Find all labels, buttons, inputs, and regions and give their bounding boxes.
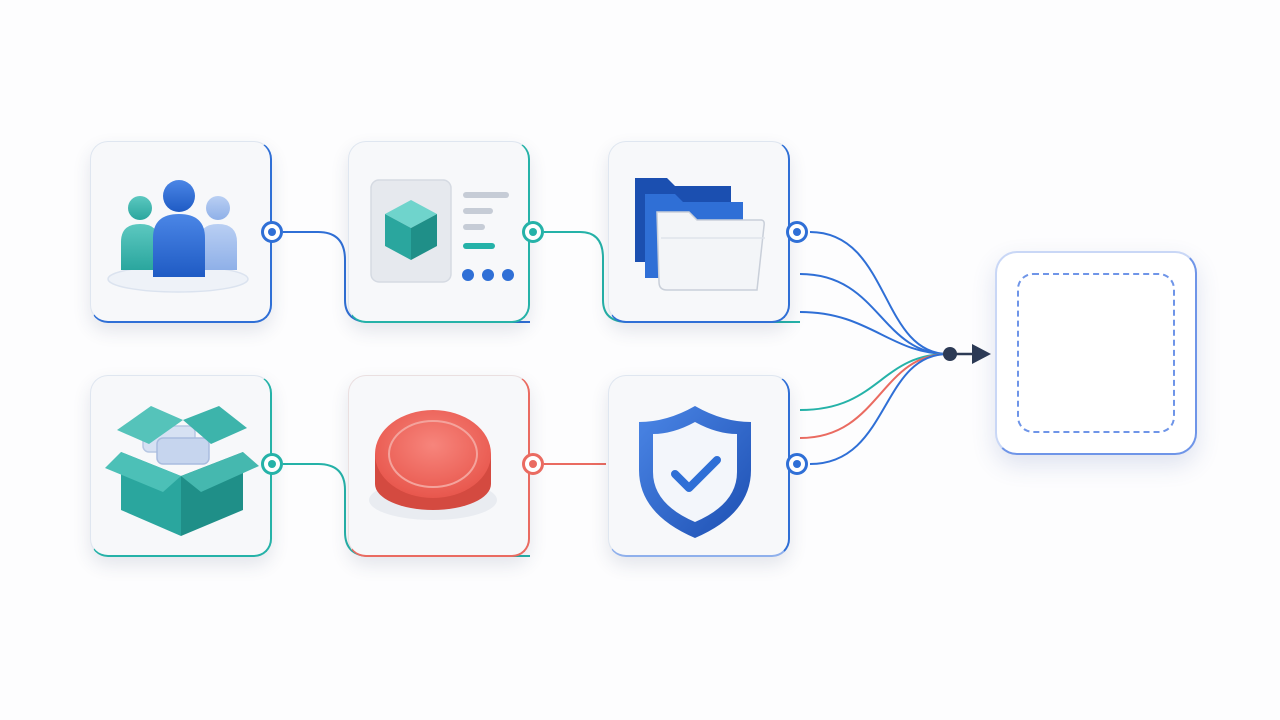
empty-dashed-placeholder[interactable] <box>1017 273 1175 433</box>
node-output[interactable] <box>995 251 1197 455</box>
edge-security-to-output-3 <box>809 353 949 465</box>
node-team[interactable] <box>90 141 272 323</box>
users-group-icon <box>107 180 249 293</box>
port-product-out[interactable] <box>522 221 544 243</box>
node-folders[interactable] <box>608 141 790 323</box>
port-package-out[interactable] <box>261 453 283 475</box>
port-team-out[interactable] <box>261 221 283 243</box>
edge-security-to-output-2 <box>799 353 949 439</box>
product-card-cube-icon <box>370 179 514 283</box>
arrow-right-icon <box>950 344 991 364</box>
node-coin[interactable] <box>348 375 530 557</box>
edge-folders-to-output-2 <box>799 273 949 355</box>
edge-folders-to-output-1 <box>809 231 949 355</box>
node-package[interactable] <box>90 375 272 557</box>
open-box-icon <box>105 406 259 536</box>
port-security-out[interactable] <box>786 453 808 475</box>
coin-icon <box>369 410 497 520</box>
shield-check-icon <box>639 406 751 538</box>
edge-folders-to-output-3 <box>799 311 949 355</box>
folders-icon <box>635 178 765 291</box>
port-folders-out[interactable] <box>786 221 808 243</box>
node-product-card[interactable] <box>348 141 530 323</box>
node-security[interactable] <box>608 375 790 557</box>
port-coin-out[interactable] <box>522 453 544 475</box>
edge-security-to-output-1 <box>799 353 949 411</box>
